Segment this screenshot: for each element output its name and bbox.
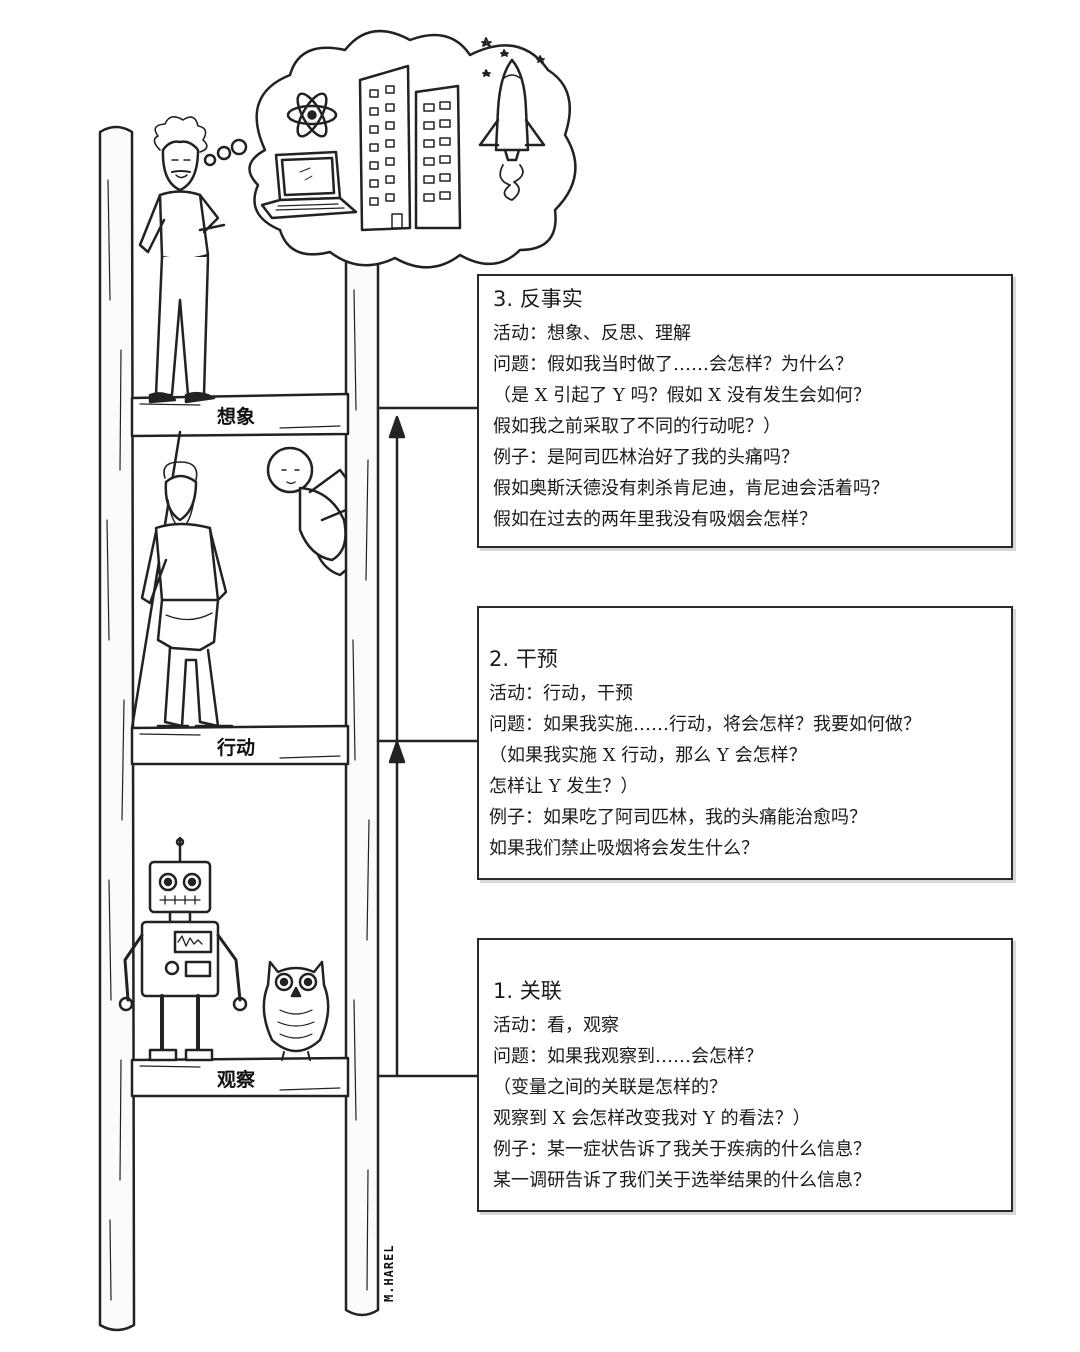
laptop-icon xyxy=(260,150,358,220)
arrow-up-1 xyxy=(388,740,406,1077)
level-3-counterfactual-box: 3. 反事实 活动：想象、反思、理解 问题：假如我当时做了……会怎样？为什么？ … xyxy=(477,274,1013,548)
ladder-left-pole xyxy=(98,125,136,1332)
box-line: 活动：想象、反思、理解 xyxy=(493,323,691,344)
rung-bottom xyxy=(130,1056,350,1098)
box-line: 例子：某一症状告诉了我关于疾病的什么信息？ xyxy=(493,1139,871,1160)
box-line: （是 X 引起了 Y 吗？假如 X 没有发生会如何？ xyxy=(493,385,871,406)
box-line: 例子：是阿司匹林治好了我的头痛吗？ xyxy=(493,447,799,468)
box-line: （如果我实施 X 行动，那么 Y 会怎样？ xyxy=(489,745,807,766)
thought-dot xyxy=(216,145,232,161)
ladder-right-pole xyxy=(344,239,380,1317)
box-title: 1. 关联 xyxy=(493,979,562,1003)
box-line: （变量之间的关联是怎样的？ xyxy=(493,1077,727,1098)
box-line: 观察到 X 会怎样改变我对 Y 的看法？） xyxy=(493,1108,811,1129)
thought-dot xyxy=(203,153,217,167)
box-line: 如果我们禁止吸烟将会发生什么？ xyxy=(489,838,759,859)
star-icon xyxy=(481,37,545,77)
box-title: 3. 反事实 xyxy=(493,287,583,311)
box-line: 活动：看，观察 xyxy=(493,1015,619,1036)
rung-label-imagine: 想象 xyxy=(217,406,256,428)
rung-label-action: 行动 xyxy=(217,737,256,759)
box-line: 假如奥斯沃德没有刺杀肯尼迪，肯尼迪会活着吗？ xyxy=(493,478,889,499)
box-title: 2. 干预 xyxy=(489,647,558,671)
box-line: 问题：假如我当时做了……会怎样？为什么？ xyxy=(493,354,853,375)
owl-figure xyxy=(262,960,330,1061)
box-line: 某一调研告诉了我们关于选举结果的什么信息？ xyxy=(493,1170,871,1191)
box-line: 活动：行动，干预 xyxy=(489,683,633,704)
box-line: 问题：如果我实施……行动，将会怎样？我要如何做？ xyxy=(489,714,921,735)
buildings-icon xyxy=(358,64,462,232)
robot-figure xyxy=(118,836,248,1062)
box-line: 问题：如果我观察到……会怎样？ xyxy=(493,1046,763,1067)
baby-figure xyxy=(266,446,348,577)
rung-middle xyxy=(130,724,350,766)
level-2-intervention-box: 2. 干预 活动：行动，干预 问题：如果我实施……行动，将会怎样？我要如何做？ … xyxy=(477,606,1013,880)
rung-top xyxy=(130,392,350,438)
artist-signature: M.HAREL xyxy=(382,1244,396,1302)
box-line: 例子：如果吃了阿司匹林，我的头痛能治愈吗？ xyxy=(489,807,867,828)
thought-dot xyxy=(230,138,248,156)
caveman-figure xyxy=(130,430,234,730)
rung-label-observe: 观察 xyxy=(217,1069,256,1091)
arrow-up-2 xyxy=(388,415,406,742)
box-line: 怎样让 Y 发生？） xyxy=(489,776,639,797)
atom-icon xyxy=(286,92,338,138)
rocket-icon xyxy=(478,58,546,201)
box-line: 假如在过去的两年里我没有吸烟会怎样？ xyxy=(493,509,817,530)
level-1-association-box: 1. 关联 活动：看，观察 问题：如果我观察到……会怎样？ （变量之间的关联是怎… xyxy=(477,938,1013,1212)
box-line: 假如我之前采取了不同的行动呢？） xyxy=(493,416,781,437)
einstein-figure xyxy=(138,116,226,404)
